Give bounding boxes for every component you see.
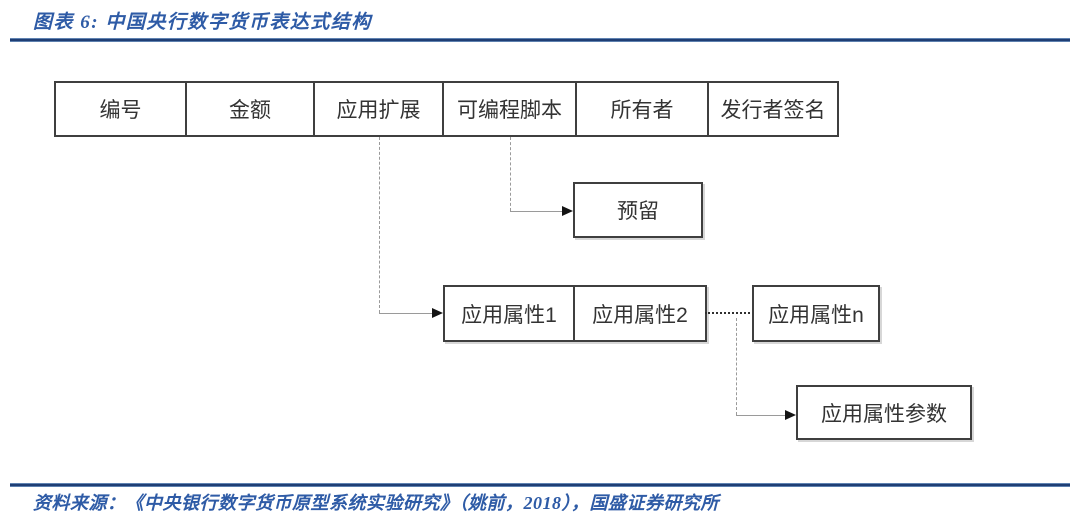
field-cell-number: 编号 [56,83,187,135]
field-cell-app-extension: 应用扩展 [315,83,444,135]
node-app-attribute-params: 应用属性参数 [796,385,972,440]
arrowhead-to-attr1-icon [432,308,443,318]
connector-extension-horizontal-line [379,313,432,314]
connector-script-vertical-line [510,137,511,211]
figure-title: 图表 6: 中国央行数字货币表达式结构 [33,12,372,33]
node-app-attribute-2: 应用属性2 [592,303,688,327]
connector-attrn-horizontal-line [736,415,785,416]
ellipsis-dotted-line [705,312,750,314]
connector-script-horizontal-line [510,211,562,212]
node-app-attribute-n: 应用属性n [752,285,880,342]
node-reserved: 预留 [573,182,703,238]
source-note: 资料来源：《中央银行数字货币原型系统实验研究》（姚前，2018），国盛证券研究所 [33,493,719,513]
arrowhead-to-params-icon [785,410,796,420]
node-app-attribute-1: 应用属性1 [445,287,575,340]
footer-divider-rule [10,483,1070,487]
currency-field-row: 编号 金额 应用扩展 可编程脚本 所有者 发行者签名 [54,81,839,137]
title-divider-rule [10,38,1070,42]
connector-extension-vertical-line [379,137,380,313]
attribute-row: 应用属性1 应用属性2 [443,285,707,342]
field-cell-owner: 所有者 [577,83,709,135]
field-cell-programmable-script: 可编程脚本 [444,83,577,135]
field-cell-issuer-signature: 发行者签名 [720,99,826,122]
field-cell-amount: 金额 [187,83,315,135]
arrowhead-to-reserved-icon [562,206,573,216]
connector-attrn-vertical-line [736,318,737,415]
